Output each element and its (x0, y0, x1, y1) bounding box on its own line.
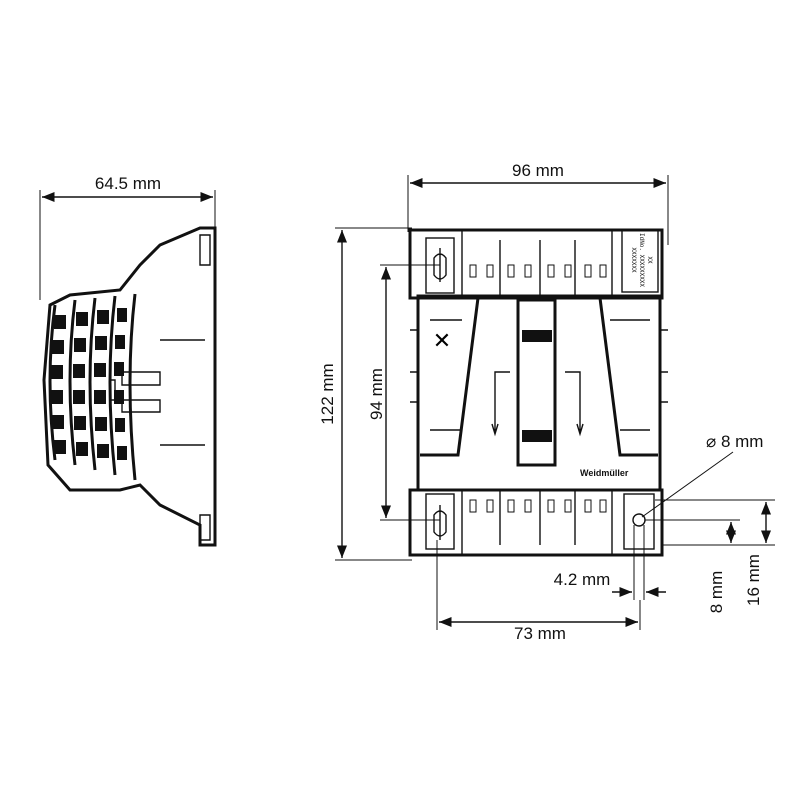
dimension-label-edge-offset: 16 mm (744, 554, 763, 606)
dimension-label-mounting-width: 73 mm (514, 624, 566, 643)
logo: Weidmüller (580, 468, 629, 478)
mounting-slot (433, 248, 447, 282)
bottom-terminal-block (408, 488, 664, 557)
label-line-2: IdNo. XXXXXXXXX (638, 233, 645, 287)
housing-lines (430, 319, 650, 431)
logo-text: Weidmüller (580, 468, 629, 478)
dimension-label-width: 96 mm (512, 161, 564, 180)
center-module (516, 298, 557, 467)
dimension-label-height: 122 mm (318, 363, 337, 424)
side-terminal-grid (48, 293, 137, 481)
main-housing (416, 294, 662, 492)
dimension-label-hole-offset: 8 mm (707, 571, 726, 614)
label-line-3: XX (646, 256, 653, 264)
mounting-foot (425, 237, 455, 294)
leader-line-diameter (641, 451, 734, 518)
side-view: 64.5 mm (39, 174, 217, 547)
front-view: 96 mm 122 mm 94 mm ✕ Weidmüller (318, 161, 775, 643)
side-notches (410, 329, 668, 403)
arrow-icon (491, 371, 510, 437)
arrow-icon (565, 371, 584, 437)
dimension-label-depth: 64.5 mm (95, 174, 161, 193)
mounting-foot (425, 493, 455, 550)
mounting-foot (623, 493, 655, 550)
dimension-label-mounting-height: 94 mm (367, 368, 386, 420)
label-plate (621, 229, 659, 293)
center-slot (522, 330, 552, 342)
center-slot (522, 430, 552, 442)
dimension-label-slot-width: 4.2 mm (554, 570, 611, 589)
top-terminal-block: XXXXXXX IdNo. XXXXXXXXX XX (408, 228, 664, 300)
dimension-label-diameter: ⌀ 8 mm (706, 432, 763, 451)
side-details (110, 339, 205, 446)
label-line-1: XXXXXXX (630, 247, 637, 273)
side-clips (199, 234, 211, 541)
brand-mark-icon: ✕ (433, 329, 451, 354)
mounting-slot (433, 505, 447, 540)
label-plate-text: XXXXXXX IdNo. XXXXXXXXX XX (630, 233, 653, 287)
